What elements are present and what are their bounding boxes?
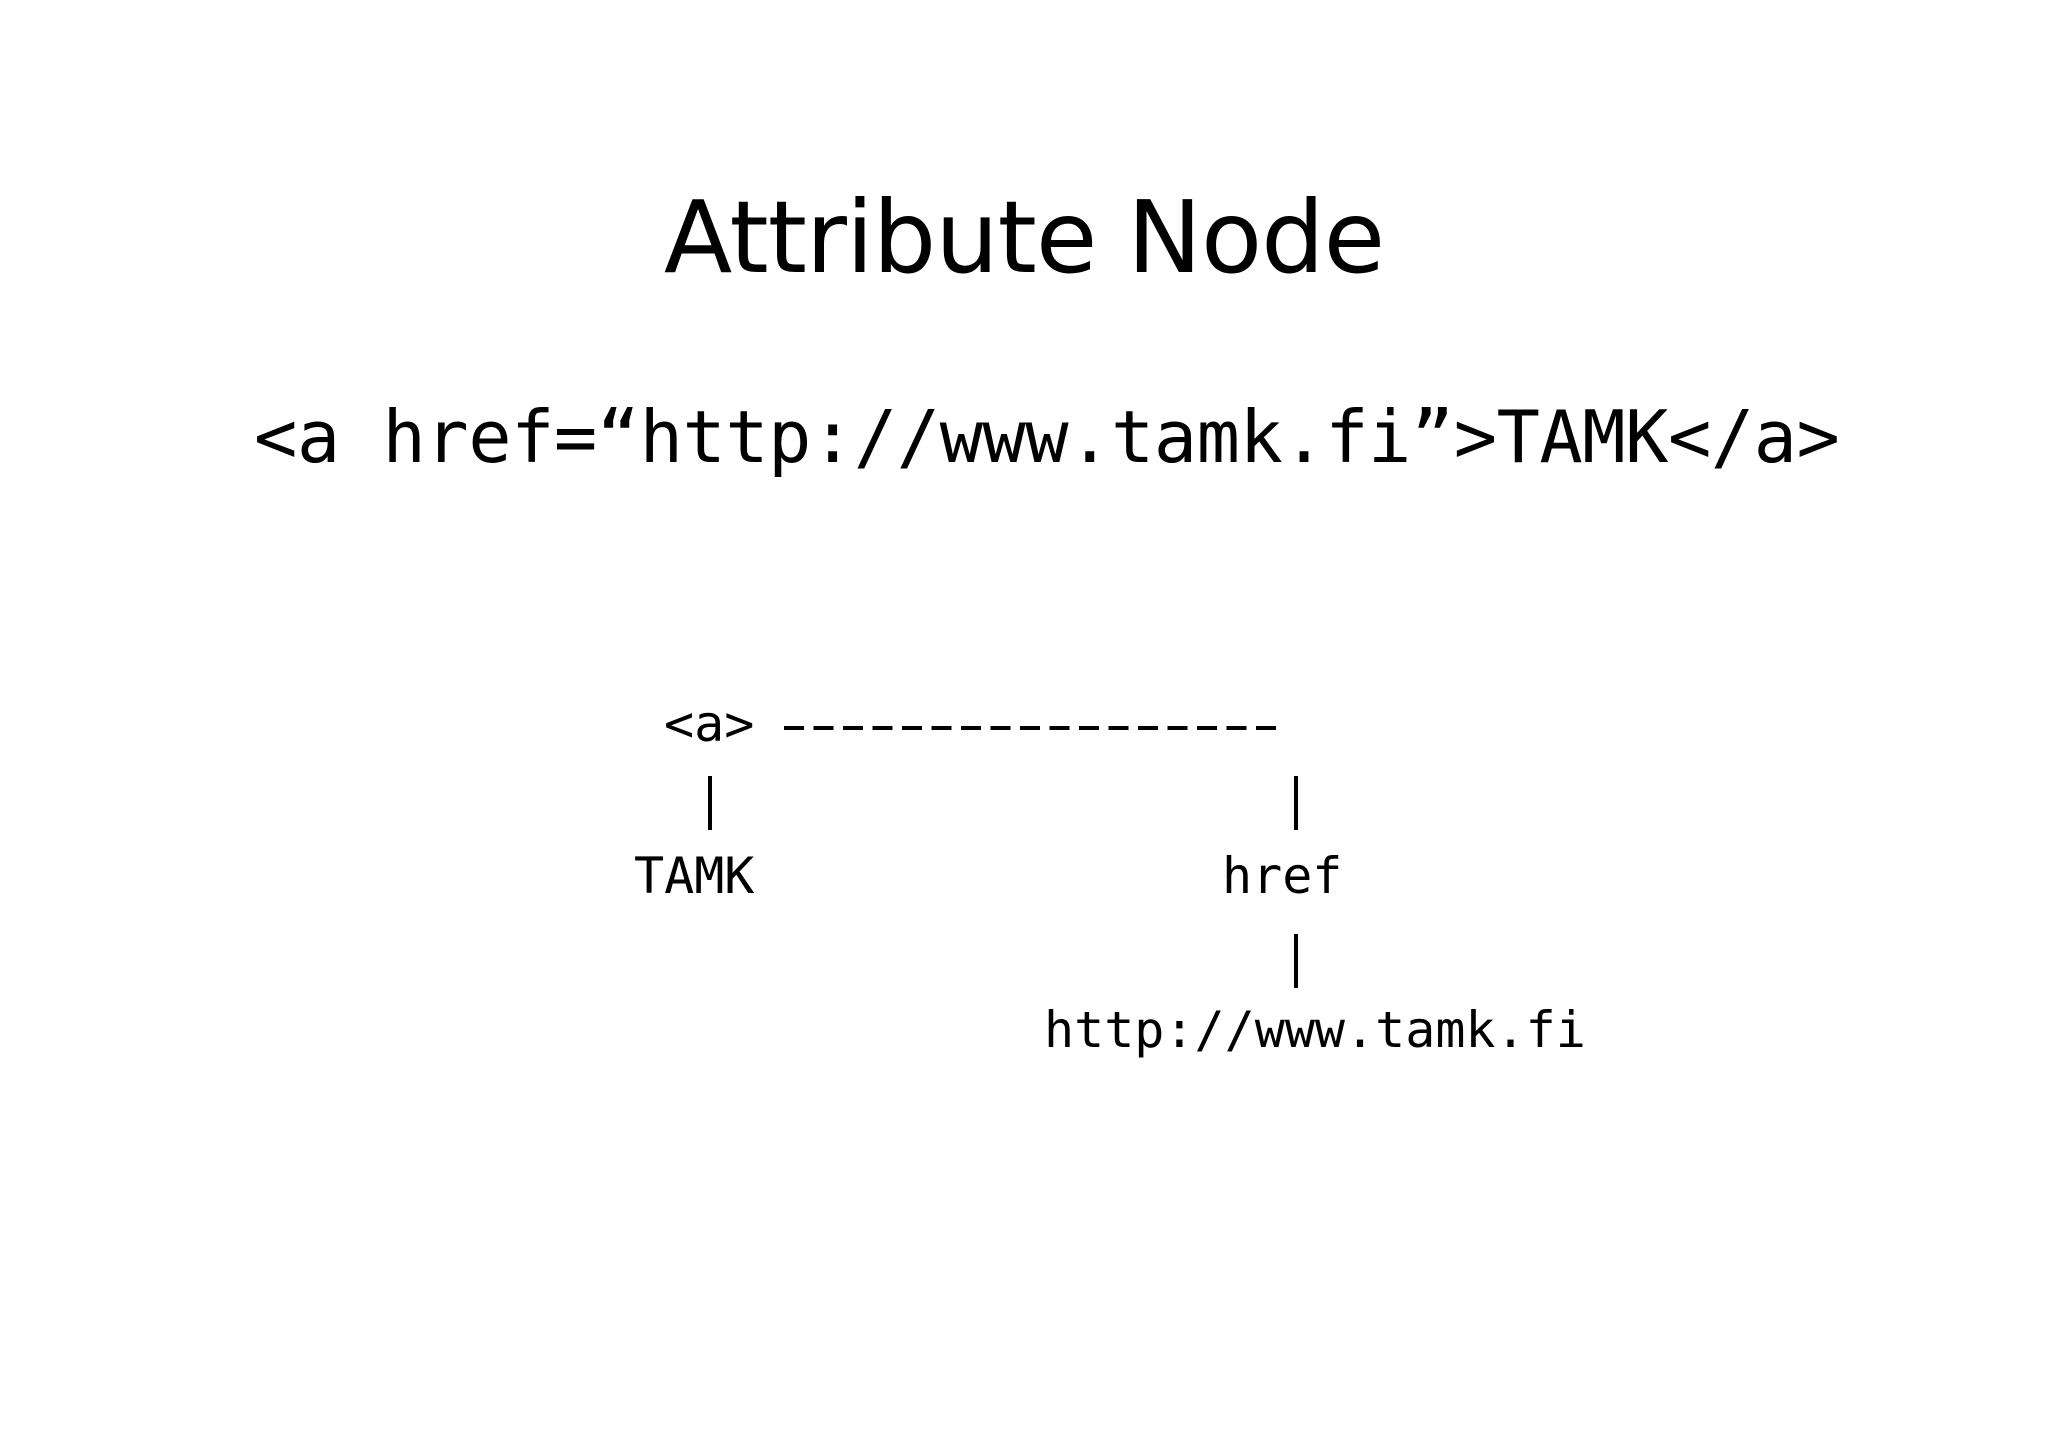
tree-connector-vertical-attribute <box>1294 776 1298 830</box>
tree-connector-vertical-text <box>708 776 712 830</box>
slide-title: Attribute Node <box>663 179 1385 296</box>
tree-node-attribute-value: http://www.tamk.fi <box>1044 1001 1586 1059</box>
tree-connector-horizontal <box>784 726 1284 730</box>
tree-node-a-element: <a> <box>664 695 755 753</box>
tree-node-text-tamk: TAMK <box>634 847 755 905</box>
tree-node-attribute-href: href <box>1222 847 1343 905</box>
tree-connector-vertical-value <box>1294 934 1298 988</box>
code-example: <a href=“http://www.tamk.fi”>TAMK</a> <box>254 395 1840 479</box>
